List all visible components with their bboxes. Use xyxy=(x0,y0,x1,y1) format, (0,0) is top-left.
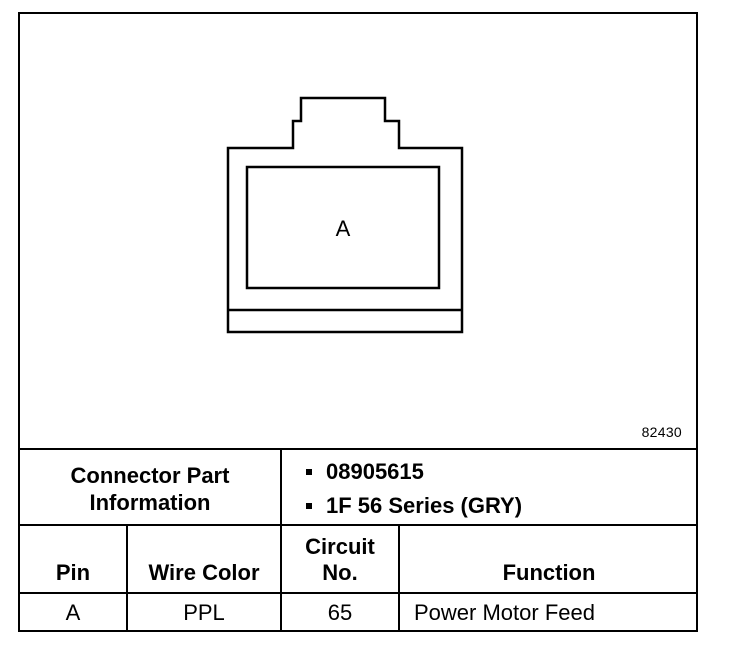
part-series: 1F 56 Series (GRY) xyxy=(326,493,523,518)
connector-part-info-label: Connector Part Information xyxy=(20,452,280,526)
figure-number: 82430 xyxy=(641,424,682,440)
header-pin: Pin xyxy=(55,560,91,585)
info-divider-line xyxy=(20,524,696,526)
row-circuit: 65 xyxy=(327,600,353,625)
column-divider xyxy=(126,526,128,632)
part-number-item: 08905615 xyxy=(306,455,698,489)
pin-label: A xyxy=(336,216,351,241)
bullet-icon xyxy=(306,469,312,475)
header-circuit-no: Circuit No. xyxy=(282,528,398,592)
connector-part-label-line1: Connector Part xyxy=(70,463,230,488)
bullet-icon xyxy=(306,503,312,509)
connector-part-label-line2: Information xyxy=(89,490,211,515)
header-function: Function xyxy=(502,560,596,585)
column-divider xyxy=(398,526,400,632)
table-top-line xyxy=(20,448,696,450)
header-circuit-line2: No. xyxy=(322,560,358,585)
header-circuit-line1: Circuit xyxy=(305,534,375,559)
connector-drawing-area: A 82430 xyxy=(20,14,696,450)
connector-part-numbers: 08905615 1F 56 Series (GRY) xyxy=(282,452,698,526)
connector-diagram-frame: A 82430 Connector Part Information 08905… xyxy=(18,12,698,632)
row-function: Power Motor Feed xyxy=(414,600,595,625)
connector-body-outline xyxy=(226,96,464,334)
pin-cavity xyxy=(245,165,441,290)
row-wire-color: PPL xyxy=(183,600,225,625)
connector-drawing: A xyxy=(226,96,464,334)
header-wire-color: Wire Color xyxy=(148,560,260,585)
header-divider-line xyxy=(20,592,696,594)
part-number: 08905615 xyxy=(326,459,424,484)
row-pin: A xyxy=(65,600,81,625)
column-divider xyxy=(280,450,282,632)
part-number-item: 1F 56 Series (GRY) xyxy=(306,489,698,523)
